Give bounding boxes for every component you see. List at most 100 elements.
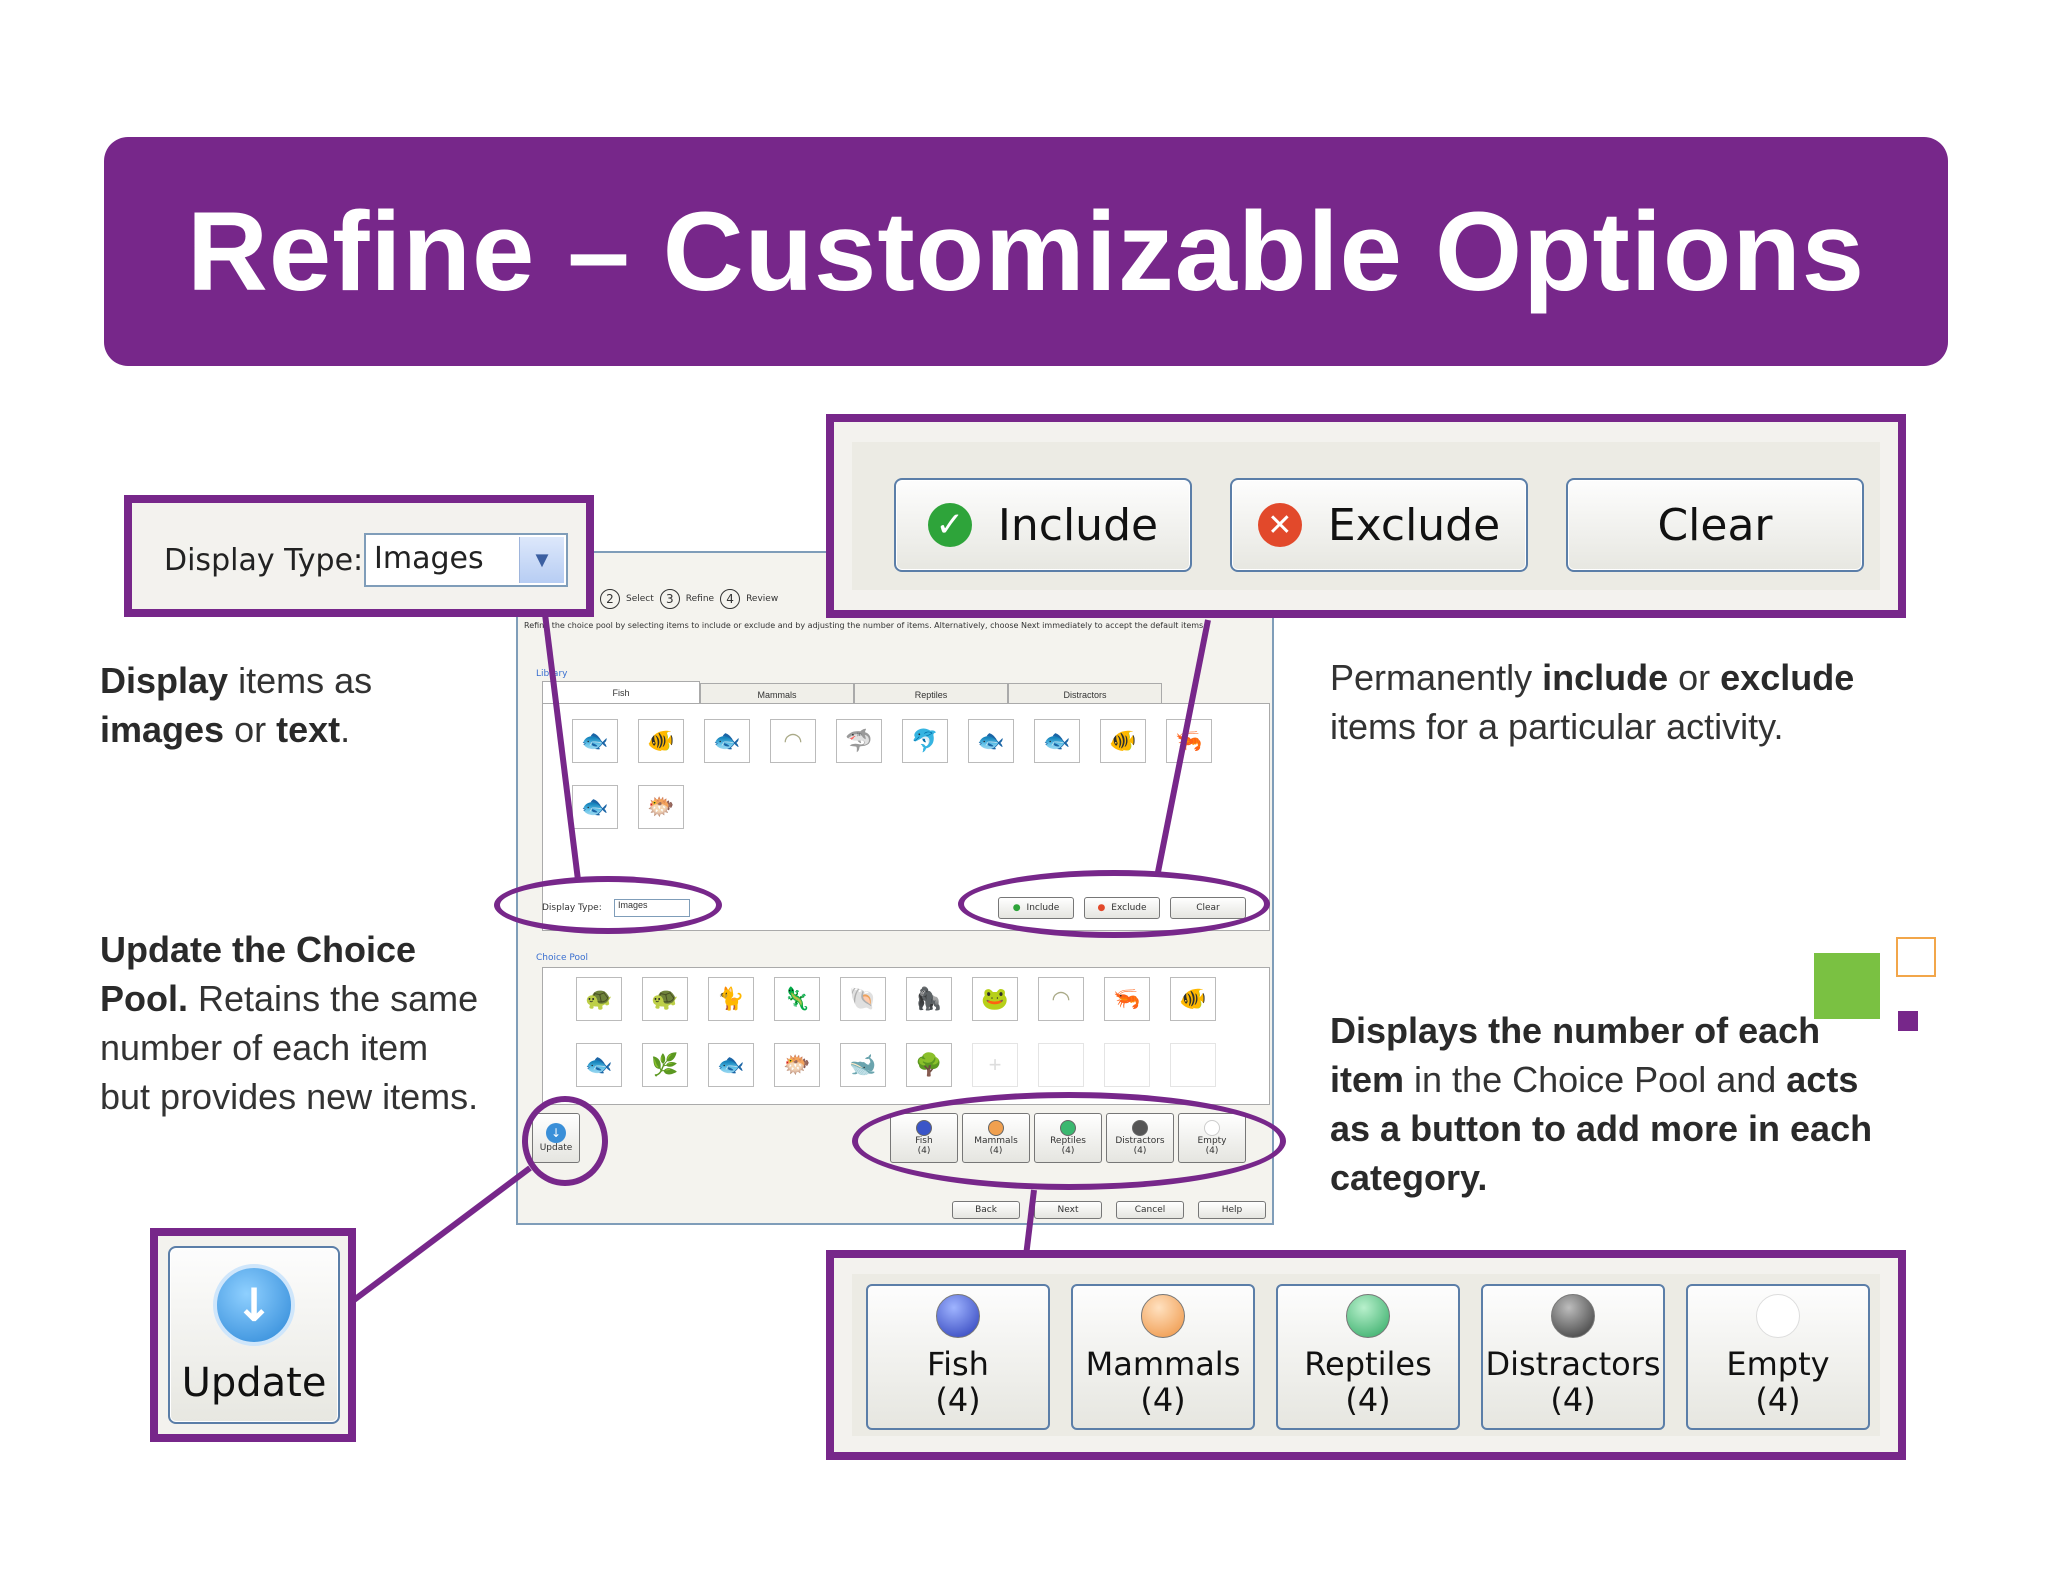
pool-item-empty[interactable] <box>1170 1043 1216 1087</box>
desc-bold: Displays the number of each item <box>1330 1010 1821 1100</box>
pool-item[interactable]: 🌳 <box>906 1043 952 1087</box>
back-button[interactable]: Back <box>952 1201 1020 1219</box>
pool-item[interactable]: 🐚 <box>840 977 886 1021</box>
pool-item[interactable]: 🐡 <box>774 1043 820 1087</box>
highlight-oval-categories <box>852 1092 1286 1190</box>
chevron-down-icon: ▼ <box>519 537 564 583</box>
category-count: (4) <box>1755 1381 1801 1419</box>
help-button[interactable]: Help <box>1198 1201 1266 1219</box>
clear-button[interactable]: Clear <box>1566 478 1864 572</box>
step-number: 3 <box>659 589 680 609</box>
category-button-mammals[interactable]: Mammals (4) <box>1071 1284 1255 1430</box>
library-item[interactable]: 🐟 <box>572 719 618 763</box>
title-banner: Refine – Customizable Options <box>104 137 1948 366</box>
desc-bold: text <box>276 709 341 750</box>
library-item[interactable]: 🐬 <box>902 719 948 763</box>
desc-text: or <box>224 709 277 750</box>
category-count: (4) <box>1345 1381 1391 1419</box>
desc-text: items as <box>228 660 373 701</box>
category-name: Empty <box>1726 1345 1830 1383</box>
category-name: Reptiles <box>1304 1345 1432 1383</box>
display-type-callout: Display Type: Images ▼ <box>124 495 594 617</box>
library-item[interactable]: 🐠 <box>638 719 684 763</box>
blue-ball-icon <box>936 1294 980 1338</box>
pool-item[interactable]: 🐋 <box>840 1043 886 1087</box>
choice-pool-label: Choice Pool <box>536 953 588 963</box>
desc-bold: Display <box>100 660 229 701</box>
gray-ball-icon <box>1551 1294 1595 1338</box>
library-item[interactable]: 🐟 <box>704 719 750 763</box>
page-title: Refine – Customizable Options <box>186 189 1866 314</box>
pool-item[interactable]: 🐠 <box>1170 977 1216 1021</box>
pool-item[interactable]: 🐢 <box>576 977 622 1021</box>
category-button-fish[interactable]: Fish (4) <box>866 1284 1050 1430</box>
category-button-empty[interactable]: Empty (4) <box>1686 1284 1870 1430</box>
desc-text: or <box>1668 657 1721 698</box>
category-count: (4) <box>1550 1381 1596 1419</box>
include-button[interactable]: ✓ Include <box>894 478 1192 572</box>
category-button-distractors[interactable]: Distractors (4) <box>1481 1284 1665 1430</box>
pool-item[interactable]: 🐈 <box>708 977 754 1021</box>
desc-bold: acts as a button to add more in each cat… <box>1330 1059 1873 1198</box>
step-label: Review <box>746 594 779 604</box>
exclude-button[interactable]: ✕ Exclude <box>1230 478 1528 572</box>
library-item[interactable]: 🐠 <box>1100 719 1146 763</box>
pool-item[interactable]: 🦐 <box>1104 977 1150 1021</box>
desc-bold: images <box>100 709 225 750</box>
library-item[interactable]: ◠ <box>770 719 816 763</box>
desc-bold: Update the Choice Pool. <box>100 929 417 1019</box>
category-counts-callout: Fish (4) Mammals (4) Reptiles (4) Distra… <box>826 1250 1906 1460</box>
category-name: Distractors <box>1485 1345 1661 1383</box>
pool-item[interactable]: 🐟 <box>708 1043 754 1087</box>
step-label: Select <box>626 594 654 604</box>
library-item[interactable]: 🐡 <box>638 785 684 829</box>
exclude-label: Exclude <box>1327 499 1501 551</box>
pool-item[interactable]: 🐸 <box>972 977 1018 1021</box>
x-icon: ✕ <box>1257 503 1302 547</box>
pool-item[interactable]: 🐢 <box>642 977 688 1021</box>
displays-description: Displays the number of each item in the … <box>1330 1006 1890 1202</box>
step-number: 2 <box>600 589 620 609</box>
desc-text: in the Choice Pool and <box>1404 1059 1787 1100</box>
include-description: Permanently include or exclude items for… <box>1330 653 1930 751</box>
decorative-square-green <box>1814 953 1880 1019</box>
display-type-select[interactable]: Images ▼ <box>364 533 568 587</box>
pool-item[interactable]: 🦍 <box>906 977 952 1021</box>
update-label: Update <box>181 1360 327 1406</box>
check-icon: ✓ <box>927 503 972 547</box>
update-callout: ↓ Update <box>150 1228 356 1442</box>
category-count: (4) <box>1140 1381 1186 1419</box>
green-ball-icon <box>1346 1294 1390 1338</box>
step-label: Refine <box>685 594 715 604</box>
display-description: Display items as images or text. <box>100 656 520 754</box>
clear-label: Clear <box>1657 499 1773 551</box>
step-number: 4 <box>720 589 741 609</box>
tab-distractors[interactable]: Distractors <box>1008 683 1162 705</box>
library-item[interactable]: 🐟 <box>1034 719 1080 763</box>
display-type-value: Images <box>374 541 484 576</box>
tab-fish[interactable]: Fish <box>542 681 700 703</box>
tab-reptiles[interactable]: Reptiles <box>854 683 1008 705</box>
category-name: Mammals <box>1085 1345 1241 1383</box>
pool-item[interactable]: ◠ <box>1038 977 1084 1021</box>
pool-item[interactable]: 🐟 <box>576 1043 622 1087</box>
desc-bold: exclude <box>1720 657 1855 698</box>
library-item[interactable]: 🦈 <box>836 719 882 763</box>
include-exclude-callout: ✓ Include ✕ Exclude Clear <box>826 414 1906 618</box>
category-name: Fish <box>927 1345 989 1383</box>
category-button-reptiles[interactable]: Reptiles (4) <box>1276 1284 1460 1430</box>
pool-item[interactable]: 🌿 <box>642 1043 688 1087</box>
cancel-button[interactable]: Cancel <box>1116 1201 1184 1219</box>
pool-item[interactable]: 🦎 <box>774 977 820 1021</box>
library-item[interactable]: 🐟 <box>572 785 618 829</box>
display-type-label: Display Type: <box>164 543 364 578</box>
library-item[interactable]: 🐟 <box>968 719 1014 763</box>
desc-text: . <box>340 709 351 750</box>
pool-item-empty[interactable]: + <box>972 1043 1018 1087</box>
pool-item-empty[interactable] <box>1038 1043 1084 1087</box>
tab-mammals[interactable]: Mammals <box>700 683 854 705</box>
down-arrow-icon: ↓ <box>213 1264 295 1346</box>
update-button[interactable]: ↓ Update <box>168 1246 340 1424</box>
pool-item-empty[interactable] <box>1104 1043 1150 1087</box>
